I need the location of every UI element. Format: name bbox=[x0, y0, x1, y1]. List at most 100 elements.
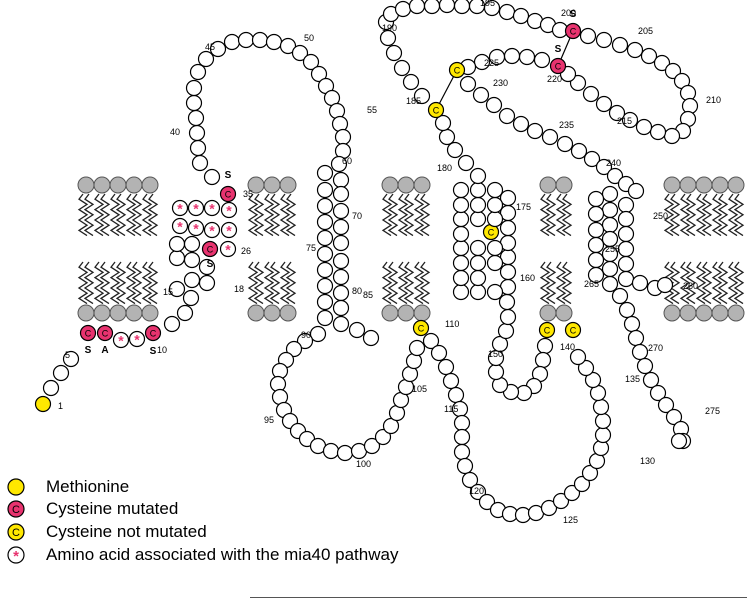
residue bbox=[452, 283, 470, 301]
residue bbox=[408, 339, 426, 357]
mia40-star: * bbox=[226, 203, 232, 219]
lipid-molecule bbox=[413, 261, 431, 322]
residue bbox=[518, 48, 536, 66]
lipid-molecule bbox=[555, 176, 573, 237]
residue bbox=[601, 201, 619, 219]
residue-letter: C bbox=[418, 324, 425, 334]
residue bbox=[469, 181, 487, 199]
residue-number-45: 45 bbox=[205, 42, 215, 52]
residue bbox=[534, 351, 552, 369]
residue-number-18: 18 bbox=[234, 284, 244, 294]
residue bbox=[657, 396, 675, 414]
residue bbox=[595, 31, 613, 49]
residue-number-95: 95 bbox=[264, 415, 274, 425]
residue bbox=[617, 225, 635, 243]
residue: * bbox=[220, 221, 238, 239]
residue bbox=[316, 197, 334, 215]
lipid-molecule bbox=[263, 261, 281, 322]
residue bbox=[469, 483, 487, 501]
lipid-molecule bbox=[397, 176, 415, 237]
residue bbox=[621, 111, 639, 129]
lipid-molecule bbox=[711, 176, 729, 237]
residue bbox=[606, 167, 624, 185]
residue bbox=[316, 245, 334, 263]
residue bbox=[570, 142, 588, 160]
residue bbox=[584, 371, 602, 389]
residue bbox=[594, 412, 612, 430]
residue bbox=[483, 0, 501, 17]
residue bbox=[663, 127, 681, 145]
residue-letter: C bbox=[454, 66, 461, 76]
residue-number-140: 140 bbox=[560, 342, 575, 352]
residue bbox=[601, 275, 619, 293]
lipid-molecule bbox=[93, 261, 111, 322]
residue bbox=[316, 164, 334, 182]
residue-number-55: 55 bbox=[367, 105, 377, 115]
residue-number-105: 105 bbox=[412, 384, 427, 394]
residue bbox=[374, 428, 392, 446]
residue-number-260: 260 bbox=[683, 281, 698, 291]
residue bbox=[362, 329, 380, 347]
lipid-molecule bbox=[247, 176, 265, 237]
residue bbox=[291, 44, 309, 62]
residue bbox=[332, 234, 350, 252]
residue bbox=[452, 181, 470, 199]
residue bbox=[332, 252, 350, 270]
residue bbox=[498, 293, 516, 311]
residue-number-90: 90 bbox=[301, 330, 311, 340]
residue-number-125: 125 bbox=[563, 515, 578, 525]
lipid-molecule bbox=[555, 261, 573, 322]
lipid-molecule bbox=[663, 261, 681, 322]
residue: CS bbox=[201, 240, 219, 270]
residue bbox=[487, 363, 505, 381]
residue-letter: C bbox=[433, 106, 440, 116]
residue bbox=[670, 432, 688, 450]
residue bbox=[512, 7, 530, 25]
residue-mod-label: S bbox=[207, 259, 214, 270]
lipid-molecule bbox=[539, 261, 557, 322]
residue bbox=[601, 185, 619, 203]
residue-letter: C bbox=[85, 329, 92, 339]
residue-number-180: 180 bbox=[437, 163, 452, 173]
residue bbox=[453, 0, 471, 15]
residue bbox=[332, 218, 350, 236]
residue bbox=[452, 210, 470, 228]
residue bbox=[452, 196, 470, 214]
residue bbox=[52, 364, 70, 382]
residue-number-225: 225 bbox=[484, 58, 499, 68]
lipid-bilayer bbox=[77, 176, 745, 322]
residue bbox=[237, 31, 255, 49]
residue bbox=[332, 299, 350, 317]
residue-number-175: 175 bbox=[516, 202, 531, 212]
svg-text:*: * bbox=[13, 548, 19, 565]
residue bbox=[456, 457, 474, 475]
residue bbox=[635, 118, 653, 136]
residue-letter: C bbox=[102, 329, 109, 339]
residue bbox=[402, 73, 420, 91]
residue bbox=[497, 322, 515, 340]
residue-mod-label: A bbox=[101, 345, 108, 356]
residue-number-255: 255 bbox=[605, 244, 620, 254]
residue bbox=[446, 141, 464, 159]
residue bbox=[472, 86, 490, 104]
residue bbox=[316, 277, 334, 295]
residue bbox=[182, 289, 200, 307]
lipid-molecule bbox=[109, 261, 127, 322]
residue bbox=[486, 181, 504, 199]
residue-number-160: 160 bbox=[520, 273, 535, 283]
residue bbox=[185, 94, 203, 112]
mia40-star: * bbox=[193, 221, 199, 237]
residue bbox=[623, 315, 641, 333]
residue: C bbox=[412, 319, 430, 337]
mia40-star: * bbox=[226, 223, 232, 239]
residue bbox=[587, 251, 605, 269]
residue-number-75: 75 bbox=[306, 243, 316, 253]
residue bbox=[430, 344, 448, 362]
residue bbox=[310, 65, 328, 83]
residue-number-35: 35 bbox=[243, 189, 253, 199]
residue: * bbox=[112, 331, 130, 349]
residue bbox=[332, 185, 350, 203]
residue-number-130: 130 bbox=[640, 456, 655, 466]
residue bbox=[203, 168, 221, 186]
